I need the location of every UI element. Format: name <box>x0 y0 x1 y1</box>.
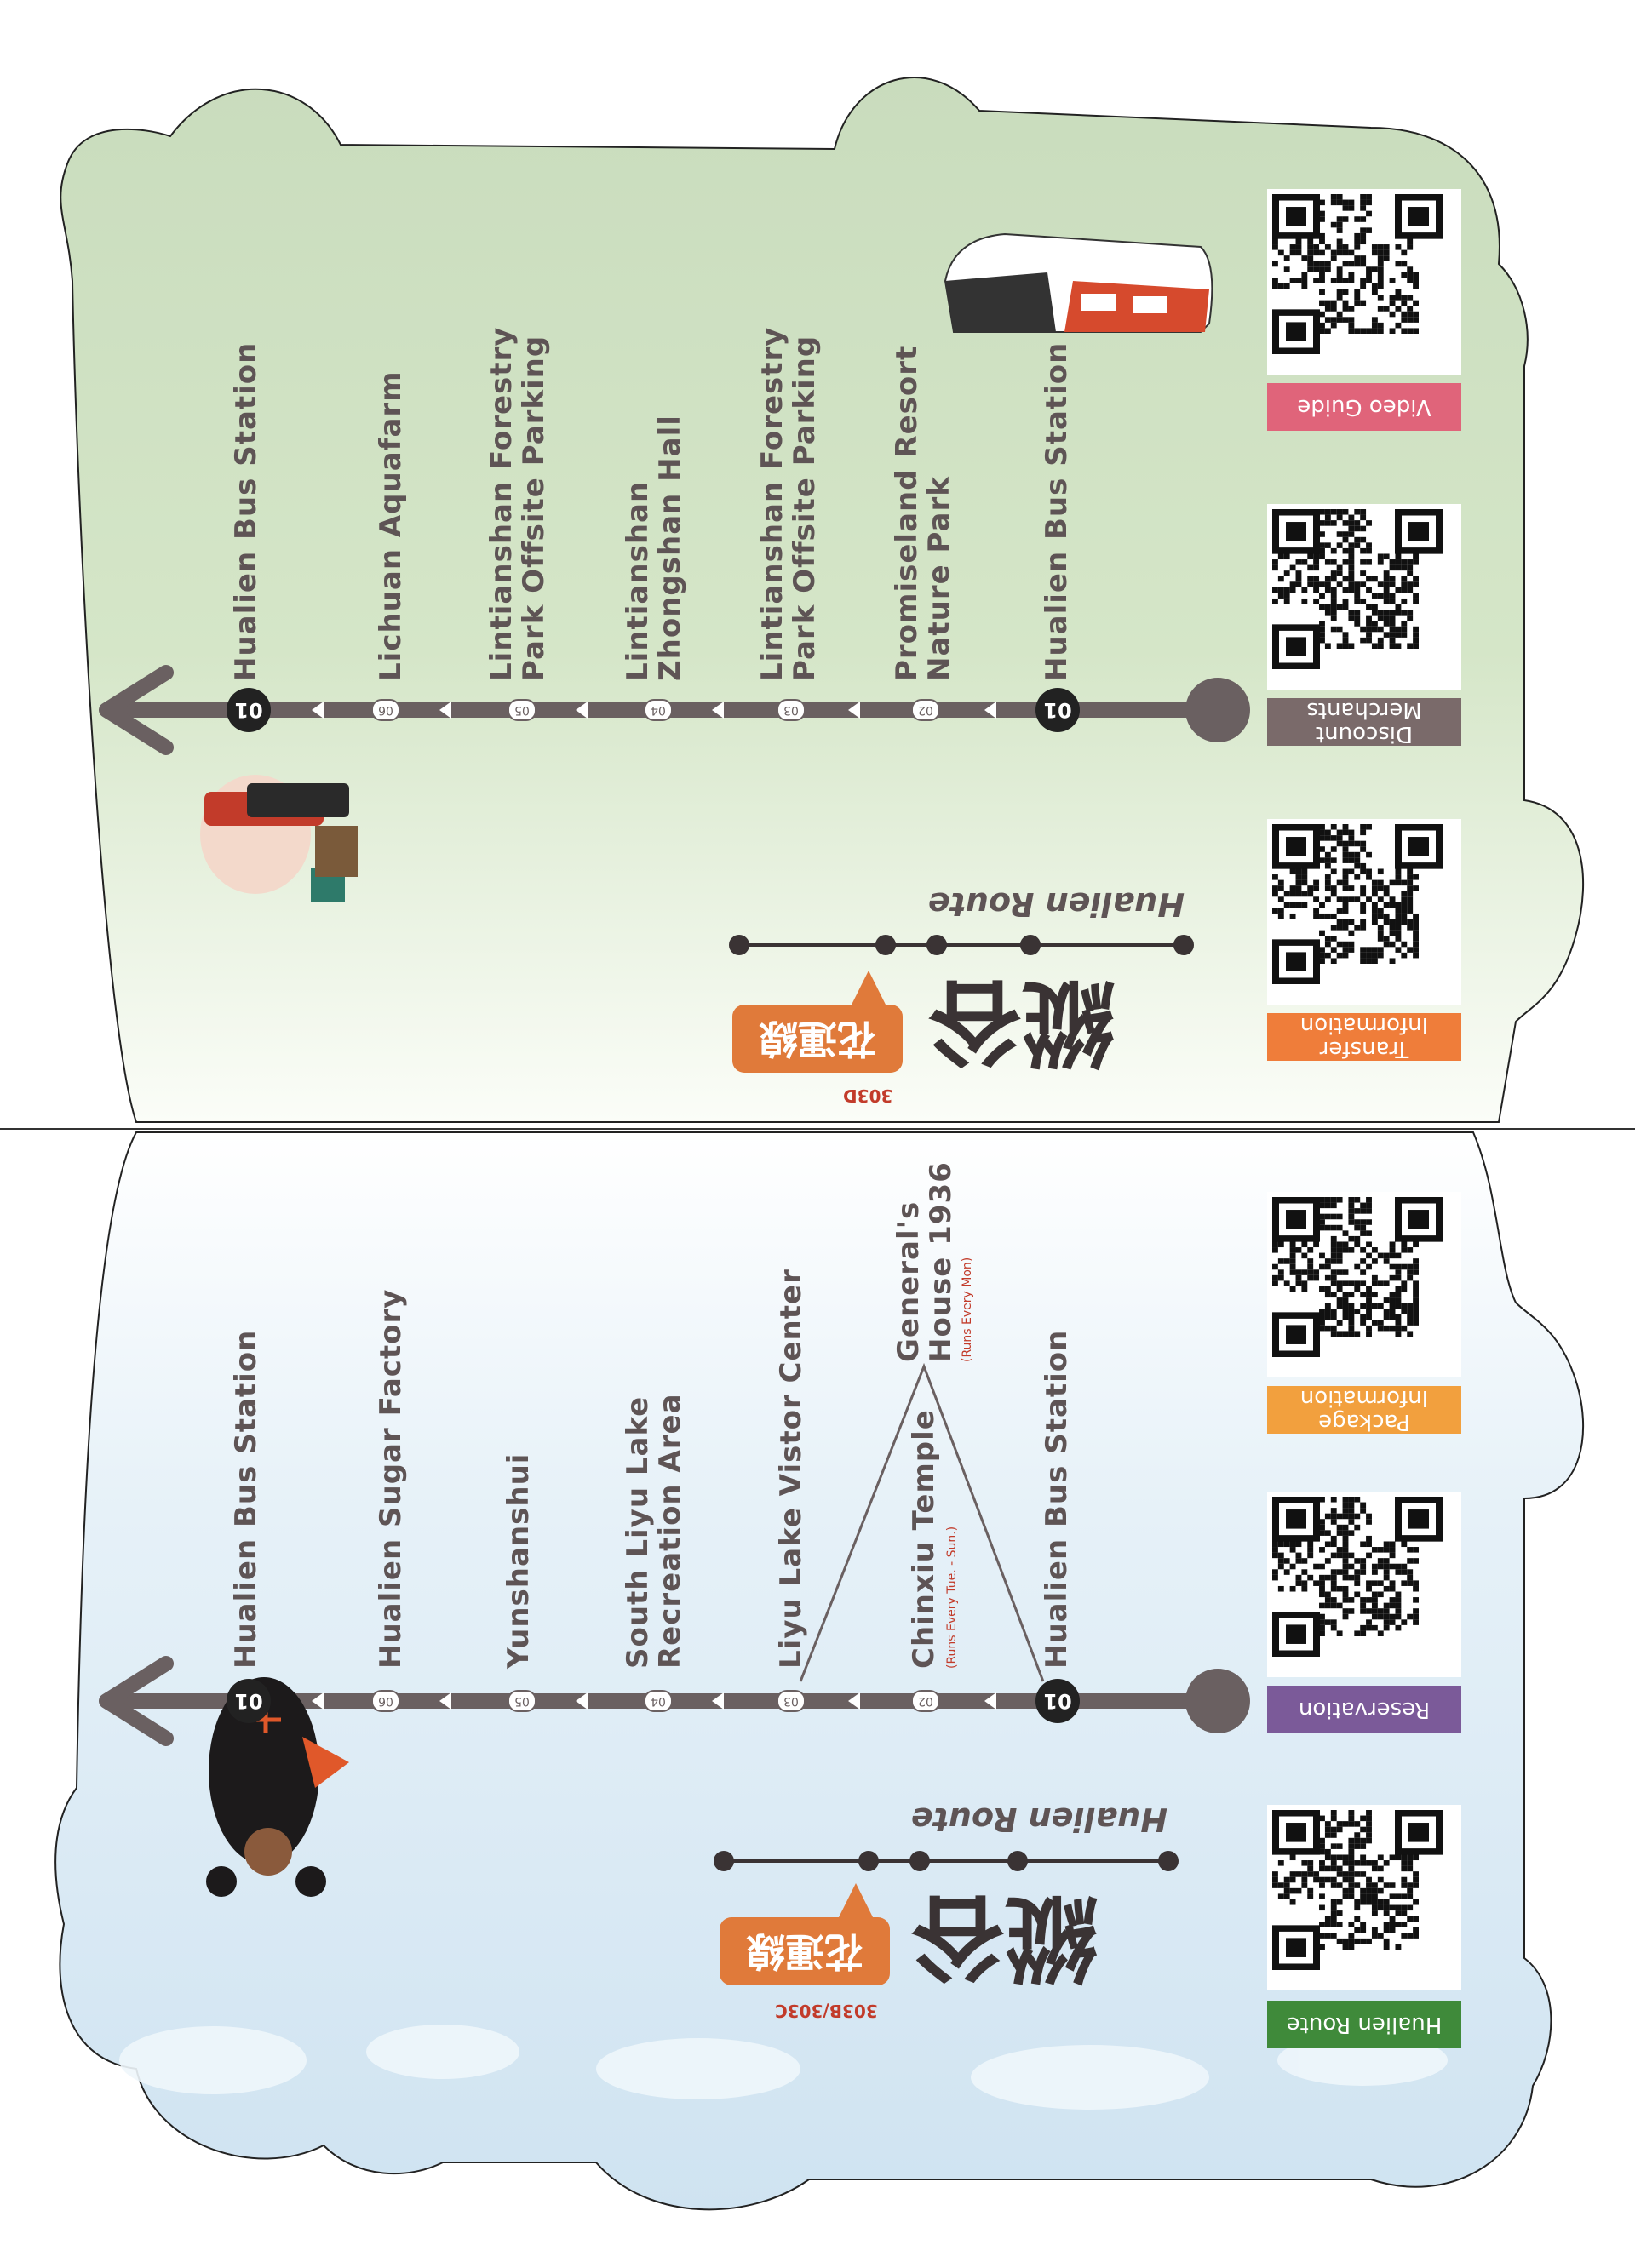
bottom-stop-sub-6: (Runs Every Tue. - Sun.) <box>945 1526 959 1669</box>
hualien-route-qr[interactable] <box>1267 1805 1461 1990</box>
top-tag-pointer <box>852 971 886 1005</box>
train-illustration <box>944 232 1213 333</box>
branch-stop-sub: (Runs Every Mon) <box>961 1257 974 1362</box>
bottom-stop-label-7: Hualien Bus Station <box>1040 1329 1074 1669</box>
top-stop-num-4: 04 <box>644 699 673 721</box>
video-guide-label[interactable]: Video Guide <box>1267 383 1461 431</box>
top-stop-num-3: 05 <box>508 699 536 721</box>
top-stop-num-1: 01 <box>227 688 271 732</box>
transfer-information-label[interactable]: Transfer Information <box>1267 1012 1461 1062</box>
bottom-stop-num-3: 05 <box>508 1690 536 1712</box>
bottom-stop-label-6: Chinxiu Temple <box>907 1409 941 1669</box>
top-brand-mark: 縱谷 <box>928 967 1116 1076</box>
top-route-code: 303D <box>843 1085 893 1106</box>
bottom-mini-route <box>714 1851 1179 1871</box>
bottom-tag-label: 花運線 <box>720 1917 890 1985</box>
top-mini-route <box>729 935 1194 955</box>
bottom-panel-shape <box>54 1131 1585 2211</box>
reservation-qr[interactable] <box>1267 1492 1461 1677</box>
discount-merchants-label[interactable]: Discount Merchants <box>1267 697 1461 747</box>
package-information-label[interactable]: Package Information <box>1267 1385 1461 1435</box>
bottom-route-name: Hualien Route <box>911 1801 1168 1838</box>
reservation-label[interactable]: Reservation <box>1267 1686 1461 1733</box>
top-stop-num-6: 02 <box>911 699 940 721</box>
top-panel-shape <box>60 77 1585 1123</box>
hualien-route-label[interactable]: Hualien Route <box>1267 2001 1461 2048</box>
bottom-stop-label-1: Hualien Bus Station <box>229 1329 263 1669</box>
top-tag-label: 花運線 <box>732 1005 903 1073</box>
bottom-tag-pointer <box>839 1883 873 1917</box>
bottom-stop-num-1: 01 <box>227 1679 271 1723</box>
bottom-stop-num-4: 04 <box>644 1690 673 1712</box>
direction-triangles <box>312 702 996 1710</box>
discount-merchants-qr[interactable] <box>1267 504 1461 690</box>
top-stop-num-2: 06 <box>371 699 400 721</box>
bottom-stop-label-5: Liyu Lake Vistor Center <box>774 1269 808 1669</box>
top-stop-num-5: 03 <box>777 699 806 721</box>
bottom-route-code: 303B/303C <box>775 2001 878 2021</box>
bear-mascot <box>206 1677 349 1897</box>
top-stop-label-7: Hualien Bus Station <box>1040 341 1074 681</box>
bottom-brand-mark: 縱谷 <box>911 1882 1099 1991</box>
top-stop-label-1: Hualien Bus Station <box>229 341 263 681</box>
bottom-stop-label-3: Yunshanshui <box>502 1452 536 1669</box>
top-route-name: Hualien Route <box>928 885 1185 923</box>
bottom-stop-num-7: 01 <box>1036 1679 1080 1723</box>
pig-mascot <box>200 775 358 902</box>
fold-line <box>0 1128 1635 1130</box>
top-stop-label-2: Lichuan Aquafarm <box>374 370 408 681</box>
bottom-stop-num-6: 02 <box>911 1690 940 1712</box>
video-guide-qr[interactable] <box>1267 189 1461 375</box>
bottom-stop-num-2: 06 <box>371 1690 400 1712</box>
bottom-stop-num-5: 03 <box>777 1690 806 1712</box>
top-stop-num-7: 01 <box>1036 688 1080 732</box>
bottom-stop-label-2: Hualien Sugar Factory <box>374 1288 408 1669</box>
transfer-information-qr[interactable] <box>1267 819 1461 1005</box>
package-information-qr[interactable] <box>1267 1192 1461 1377</box>
